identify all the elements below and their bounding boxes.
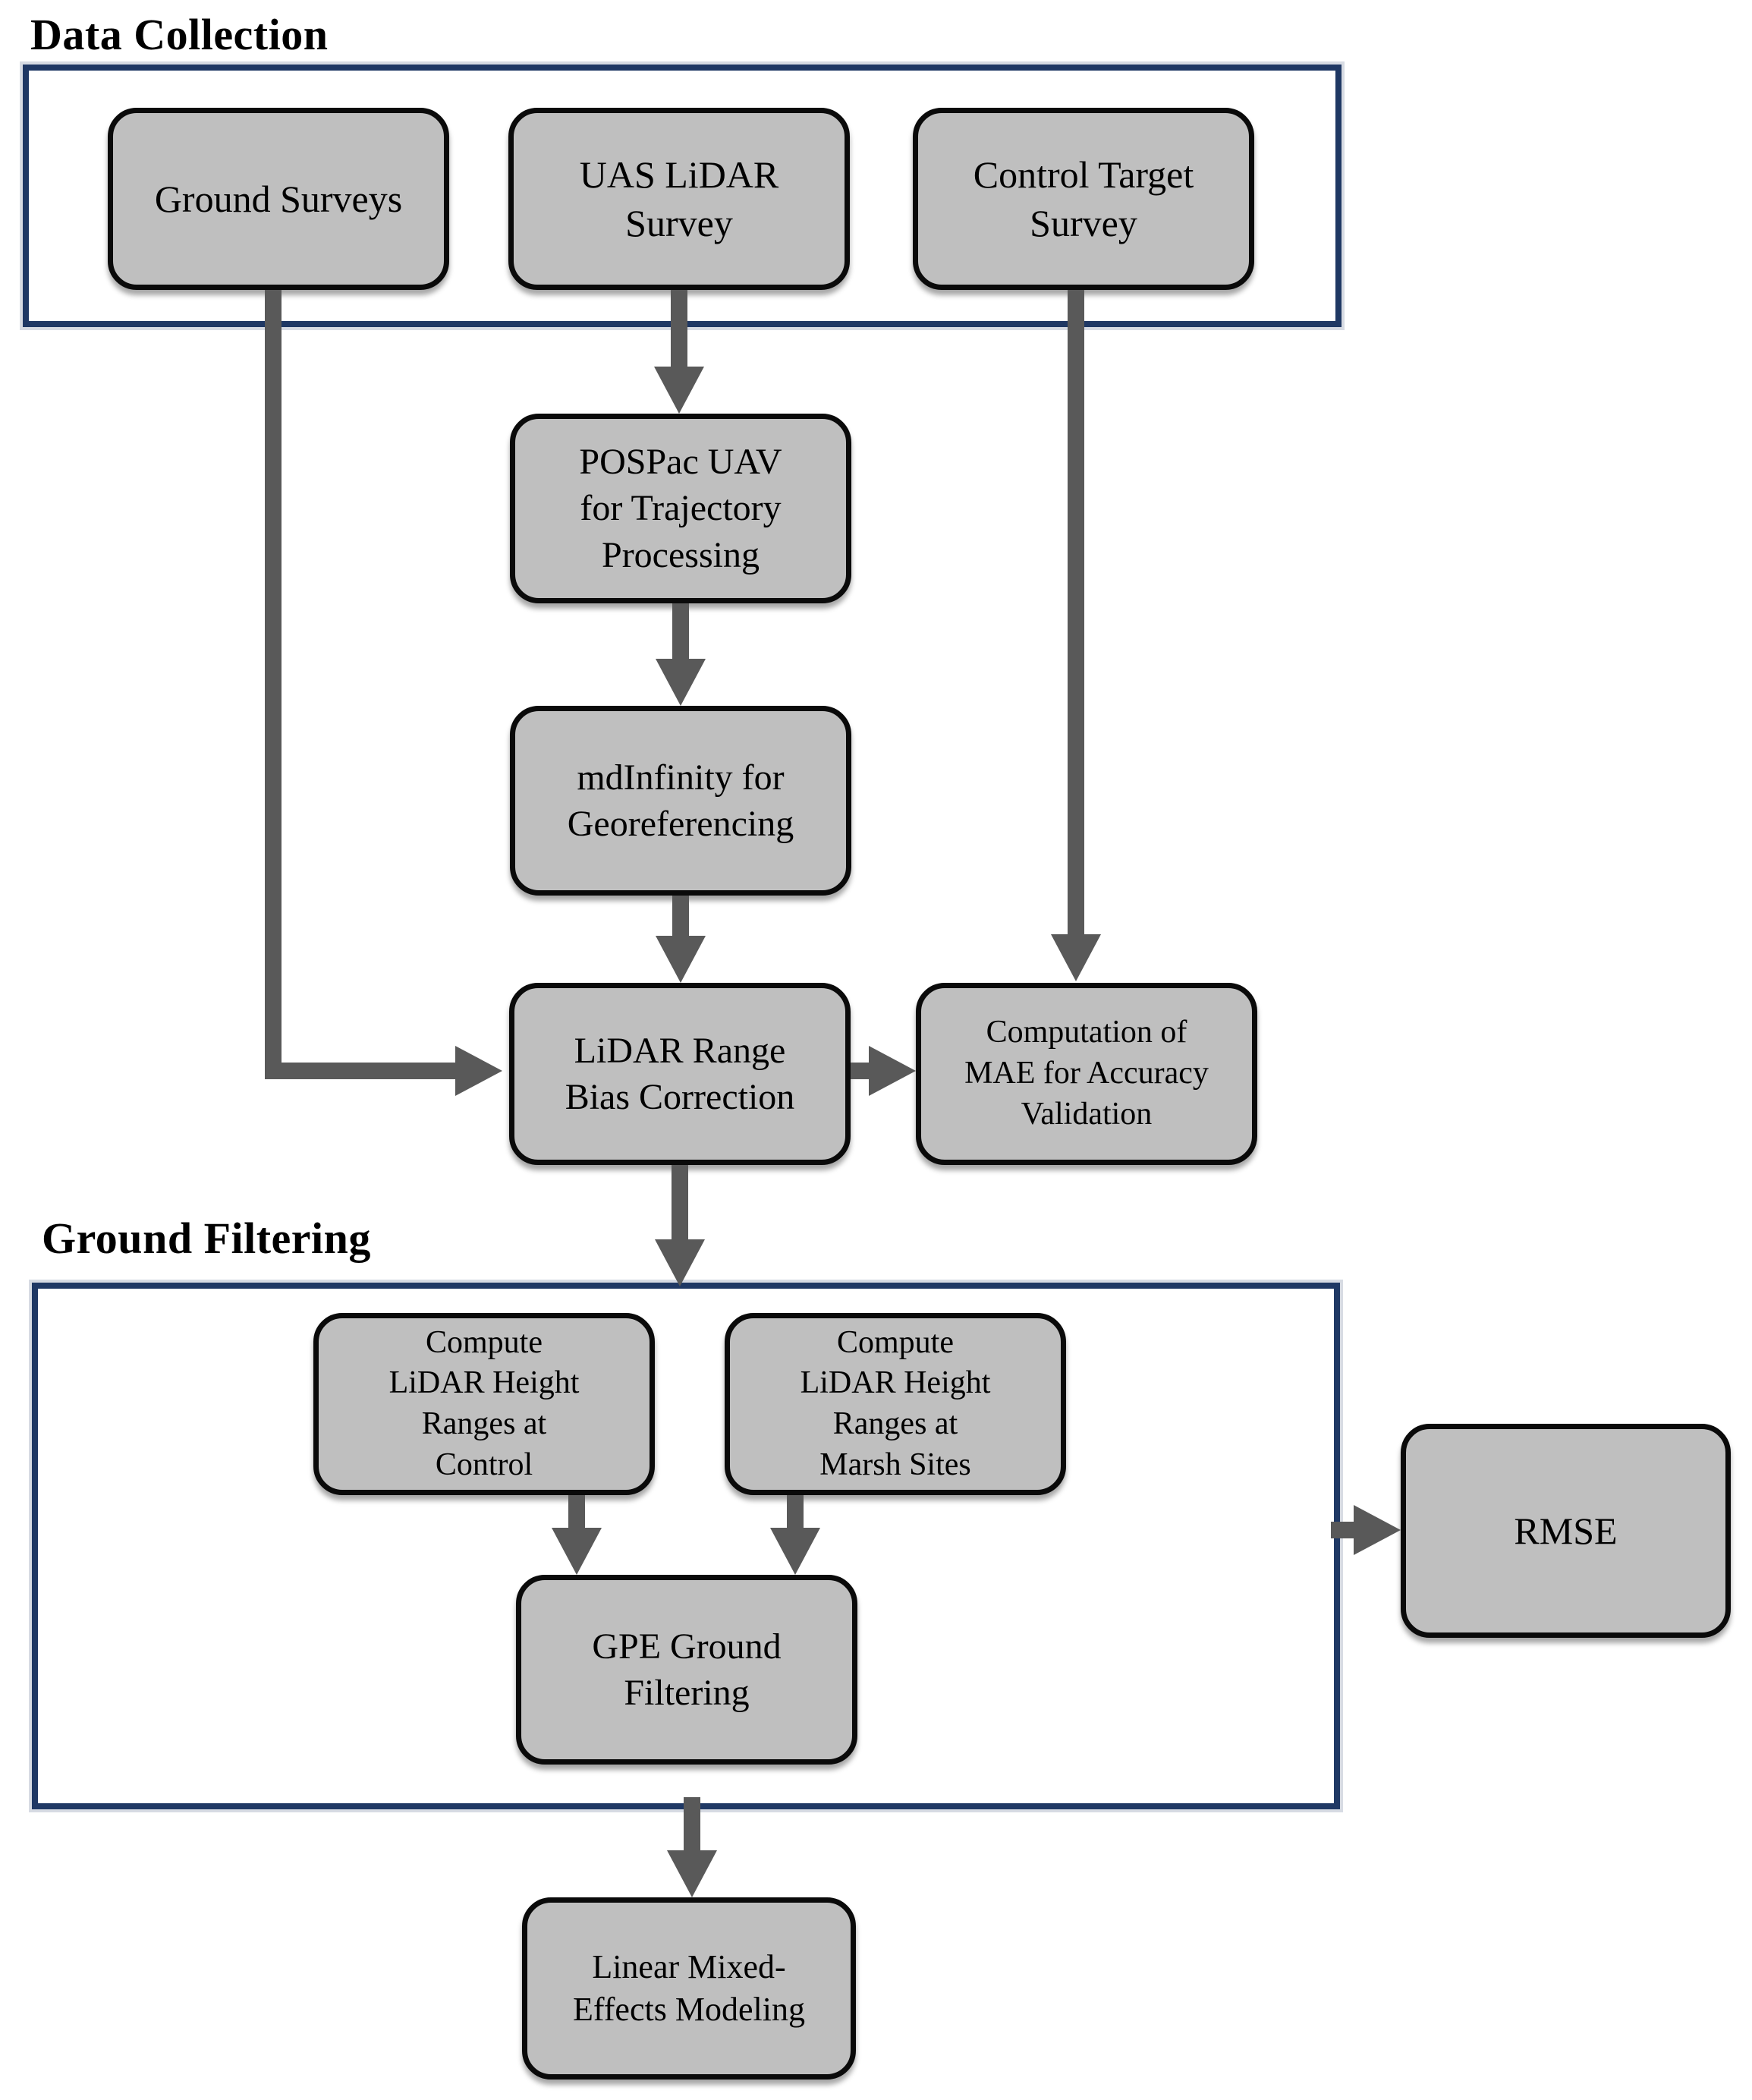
node-lidar-range-bias-label: LiDAR Range Bias Correction [565,1030,795,1117]
node-compute-marsh-label: Compute LiDAR Height Ranges at Marsh Sit… [800,1324,991,1482]
node-linear-mixed-effects: Linear Mixed- Effects Modeling [522,1897,856,2080]
node-mae-computation-label: Computation of MAE for Accuracy Validati… [964,1015,1209,1132]
arrow-head [455,1046,502,1096]
arrow-head [869,1046,916,1096]
arrow-shaft [851,1063,869,1079]
node-compute-marsh: Compute LiDAR Height Ranges at Marsh Sit… [725,1313,1066,1495]
arrow-shaft [672,603,689,659]
arrow-head [667,1850,717,1897]
node-gpe-ground-filtering: GPE Ground Filtering [516,1575,857,1765]
arrow-head [655,1239,705,1286]
arrow-shaft [265,1063,455,1079]
arrow-head [656,936,706,983]
arrow-head [654,367,704,414]
arrow-head [656,659,706,706]
arrow-shaft [787,1495,804,1528]
node-compute-control: Compute LiDAR Height Ranges at Control [313,1313,655,1495]
node-control-target-survey-label: Control Target Survey [973,153,1194,244]
node-ground-surveys-label: Ground Surveys [154,178,403,220]
arrow-shaft [265,290,282,1079]
arrow-shaft [1331,1522,1354,1538]
data-collection-title: Data Collection [30,10,329,59]
node-mdinfinity-label: mdInfinity for Georeferencing [567,757,794,844]
node-uas-lidar-survey-label: UAS LiDAR Survey [579,153,779,244]
node-pospac-uav-label: POSPac UAV for Trajectory Processing [579,441,782,575]
node-compute-control-label: Compute LiDAR Height Ranges at Control [388,1324,580,1482]
arrow-shaft [1068,290,1084,934]
node-gpe-ground-filtering-label: GPE Ground Filtering [592,1626,782,1713]
node-rmse: RMSE [1401,1424,1731,1638]
arrow-shaft [672,1165,688,1239]
node-mdinfinity: mdInfinity for Georeferencing [510,706,851,896]
node-mae-computation: Computation of MAE for Accuracy Validati… [916,983,1257,1165]
ground-filtering-title: Ground Filtering [42,1214,371,1263]
arrow-head [552,1528,602,1575]
node-linear-mixed-effects-label: Linear Mixed- Effects Modeling [573,1947,805,2028]
node-lidar-range-bias: LiDAR Range Bias Correction [509,983,851,1165]
node-rmse-label: RMSE [1514,1510,1618,1552]
arrow-shaft [684,1797,700,1850]
arrow-shaft [671,290,687,367]
arrow-shaft [568,1495,585,1528]
arrow-head [1051,934,1101,981]
node-ground-surveys: Ground Surveys [108,108,449,290]
node-uas-lidar-survey: UAS LiDAR Survey [508,108,850,290]
node-pospac-uav: POSPac UAV for Trajectory Processing [510,414,851,603]
arrow-shaft [672,896,689,936]
arrow-head [770,1528,820,1575]
node-control-target-survey: Control Target Survey [913,108,1254,290]
arrow-head [1354,1505,1401,1555]
